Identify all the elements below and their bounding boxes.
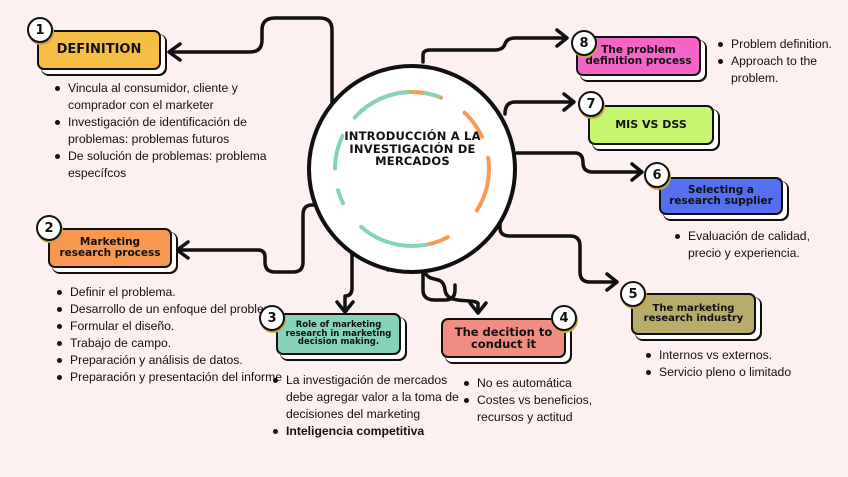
- arrowhead-8: [555, 28, 569, 48]
- node-marketing-research-industry-bullets: Internos vs externos. Servicio pleno o l…: [643, 347, 829, 381]
- connector-5: [498, 211, 617, 284]
- arrowhead-3: [335, 300, 355, 314]
- hub-dashed-ring: [333, 90, 491, 249]
- node-selecting-research-supplier-bullets: Evaluación de calidad, precio y experien…: [672, 228, 818, 262]
- step-badge-4: 4: [551, 305, 577, 331]
- node-marketing-research-industry[interactable]: The marketing research industry: [631, 293, 761, 340]
- list-item: Servicio pleno o limitado: [646, 364, 829, 381]
- list-item: Trabajo de campo.: [57, 335, 290, 352]
- list-item: La investigación de mercados debe agrega…: [273, 372, 461, 423]
- connector-8: [421, 36, 567, 64]
- node-decition-to-conduct[interactable]: The decition to conduct it: [441, 318, 571, 363]
- arrowhead-2: [175, 240, 190, 260]
- node-role-of-marketing-research-bullets: La investigación de mercados debe agrega…: [270, 372, 461, 440]
- hub-title: INTRODUCCIÓN A LA INVESTIGACIÓN DE MERCA…: [344, 129, 481, 168]
- list-item: Costes vs beneficios, recursos y actitud: [464, 392, 637, 426]
- arrowhead-7: [562, 92, 576, 112]
- node-marketing-research-process-bullets: Definir el problema. Desarrollo de un en…: [54, 284, 290, 386]
- step-badge-5: 5: [620, 281, 646, 307]
- node-definition[interactable]: DEFINITION: [37, 30, 166, 75]
- step-badge-3: 3: [259, 305, 285, 331]
- step-badge-8: 8: [571, 30, 597, 56]
- list-item: Problem definition.: [718, 36, 848, 53]
- connector-7: [503, 100, 574, 116]
- arrowhead-1: [167, 42, 182, 62]
- list-item: Investigación de identificación de probl…: [55, 114, 268, 148]
- node-mis-vs-dss[interactable]: MIS VS DSS: [588, 105, 719, 150]
- list-item: Preparación y análisis de datos.: [57, 352, 290, 369]
- connector-1: [168, 16, 334, 107]
- central-hub: [307, 64, 517, 274]
- list-item: Definir el problema.: [57, 284, 290, 301]
- step-badge-6: 6: [644, 162, 670, 188]
- node-problem-definition-process-bullets: Problem definition. Approach to the prob…: [715, 36, 848, 87]
- arrowhead-5: [605, 272, 619, 292]
- list-item: Evaluación de calidad, precio y experien…: [675, 228, 818, 262]
- node-marketing-research-process[interactable]: Marketing research process: [48, 228, 177, 273]
- list-item: Internos vs externos.: [646, 347, 829, 364]
- node-definition-bullets: Vincula al consumidor, cliente y comprad…: [52, 80, 268, 182]
- list-item: Approach to the problem.: [718, 53, 848, 87]
- step-badge-2: 2: [36, 215, 62, 241]
- node-decition-to-conduct-bullets: No es automática Costes vs beneficios, r…: [461, 375, 637, 426]
- step-badge-7: 7: [578, 91, 604, 117]
- list-item: Inteligencia competitiva: [273, 423, 461, 440]
- list-item: Desarrollo de un enfoque del problema.: [57, 301, 290, 318]
- step-badge-1: 1: [27, 17, 53, 43]
- connector-2: [176, 203, 324, 274]
- list-item: De solución de problemas: problema espec…: [55, 149, 267, 180]
- list-item: Preparación y presentación del informe: [57, 369, 290, 386]
- arrowhead-4: [468, 301, 488, 315]
- list-item: No es automática: [464, 375, 637, 392]
- list-item: Vincula al consumidor, cliente y comprad…: [55, 80, 268, 114]
- node-role-of-marketing-research[interactable]: Role of marketing research in marketing …: [276, 313, 406, 360]
- list-item: Formular el diseño.: [57, 318, 290, 335]
- connector-6: [515, 151, 642, 174]
- node-selecting-research-supplier[interactable]: Selecting a research supplier: [659, 177, 788, 220]
- arrowhead-6: [630, 162, 644, 182]
- connector-4: [421, 266, 457, 302]
